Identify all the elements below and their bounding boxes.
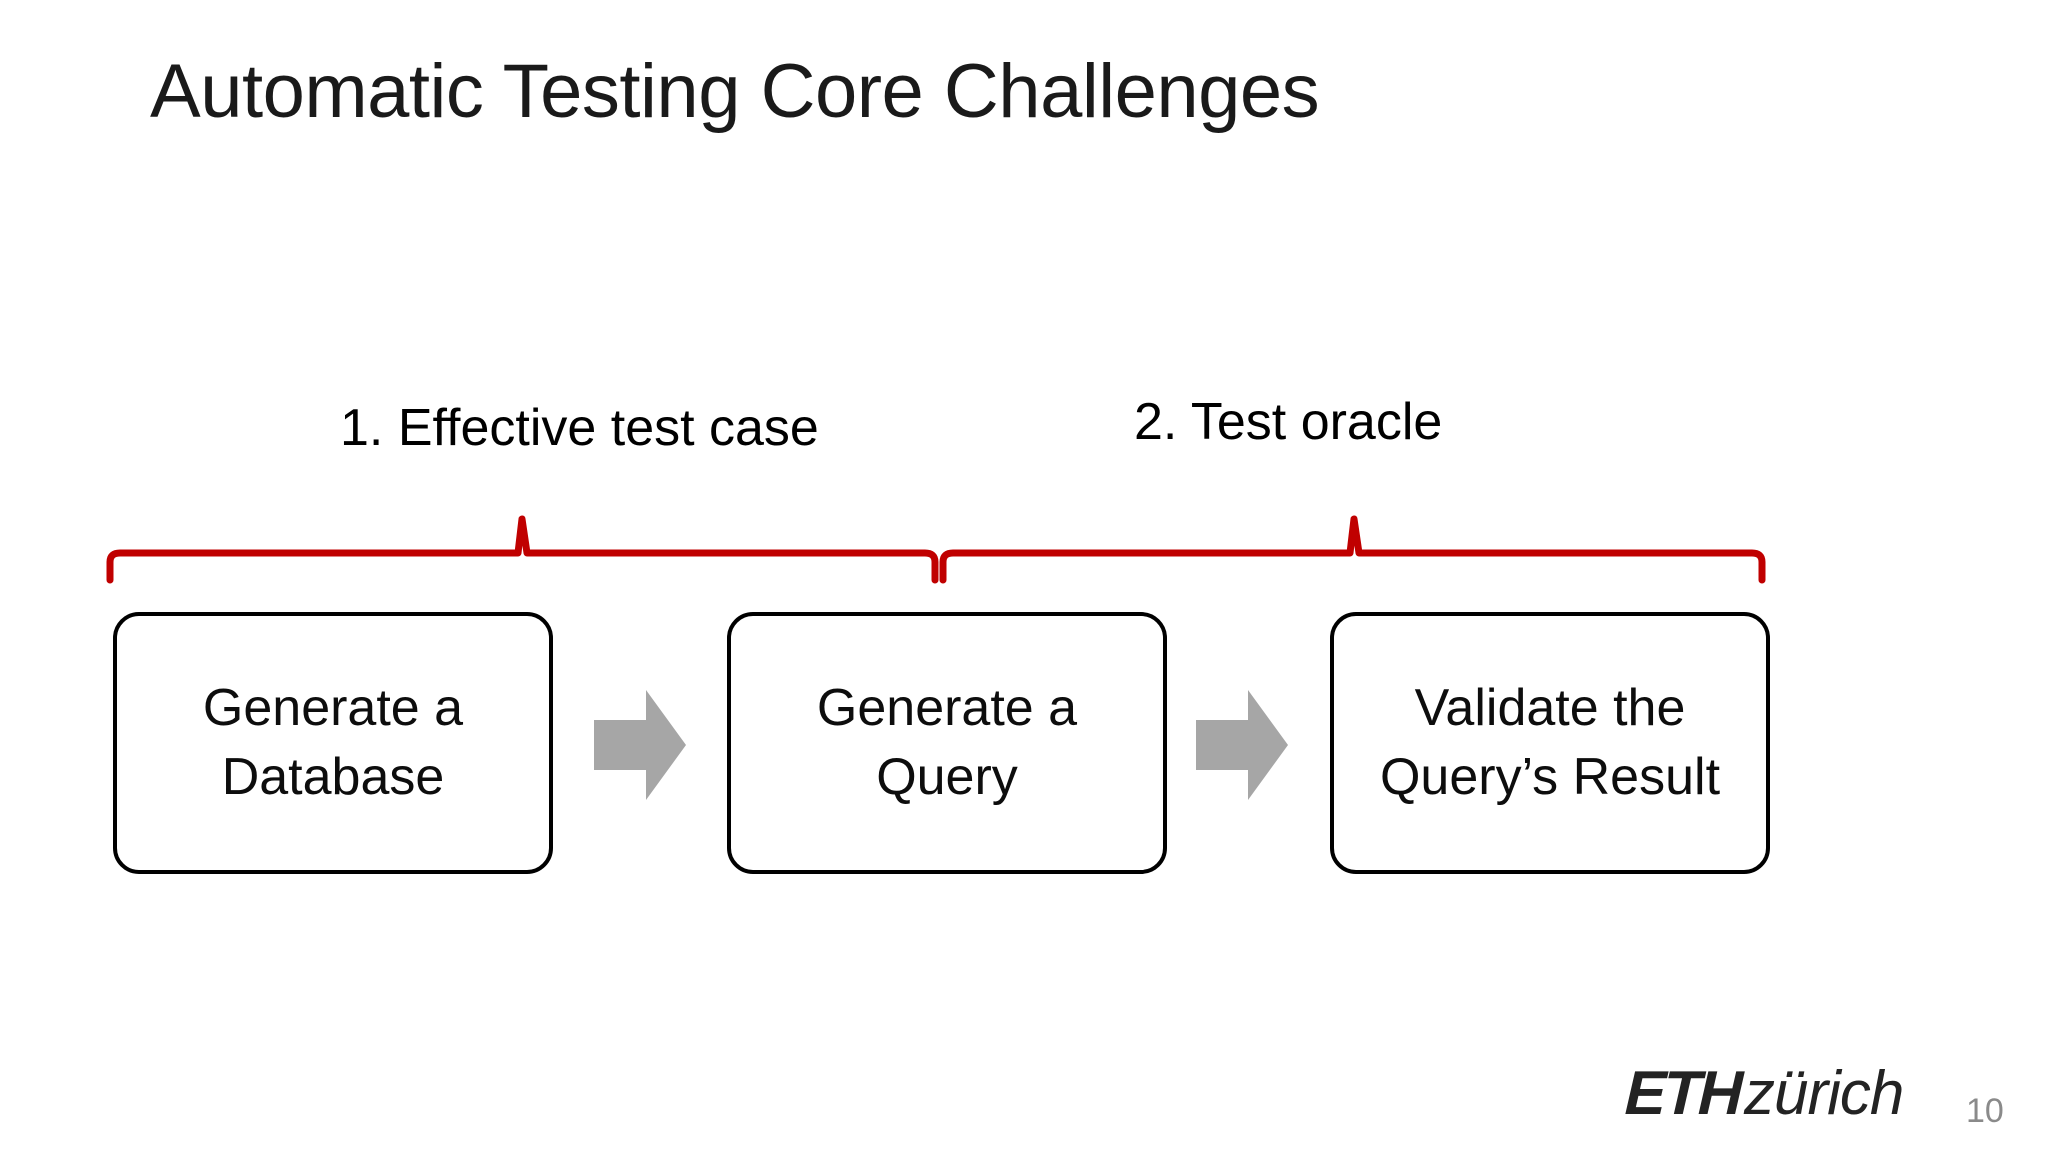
flow-step-label-line1: Generate a [816, 679, 1078, 738]
flow-step-label-line2: Query [876, 748, 1018, 806]
brace-challenge-1 [106, 515, 939, 584]
flow-step-generate-query[interactable]: Generate a Query [727, 612, 1167, 874]
annotation-label-challenge-1: 1. Effective test case [340, 399, 819, 457]
flow-step-generate-database[interactable]: Generate a Database [113, 612, 553, 874]
flow-step-label: Generate a Database [193, 674, 473, 811]
flow-step-label: Validate the Query’s Result [1370, 674, 1730, 811]
eth-zurich-logo: ETH zürich [1623, 1058, 1905, 1129]
right-arrow-icon [1196, 690, 1288, 800]
flow-step-label-line1: Generate a [202, 679, 464, 738]
brace-challenge-2 [939, 515, 1766, 584]
flow-step-label-line2: Database [221, 748, 445, 806]
page-title: Automatic Testing Core Challenges [150, 49, 1320, 134]
annotation-label-challenge-2: 2. Test oracle [1134, 393, 1443, 451]
flow-step-label-line1: Validate the [1414, 679, 1686, 738]
eth-logo-word: zürich [1744, 1059, 1904, 1128]
flow-step-label: Generate a Query [807, 674, 1087, 811]
flow-step-label-line2: Query’s Result [1379, 748, 1721, 806]
flow-step-validate-query-result[interactable]: Validate the Query’s Result [1330, 612, 1770, 874]
right-arrow-icon [594, 690, 686, 800]
page-number: 10 [1966, 1092, 2004, 1130]
eth-logo-mark: ETH [1623, 1059, 1742, 1128]
